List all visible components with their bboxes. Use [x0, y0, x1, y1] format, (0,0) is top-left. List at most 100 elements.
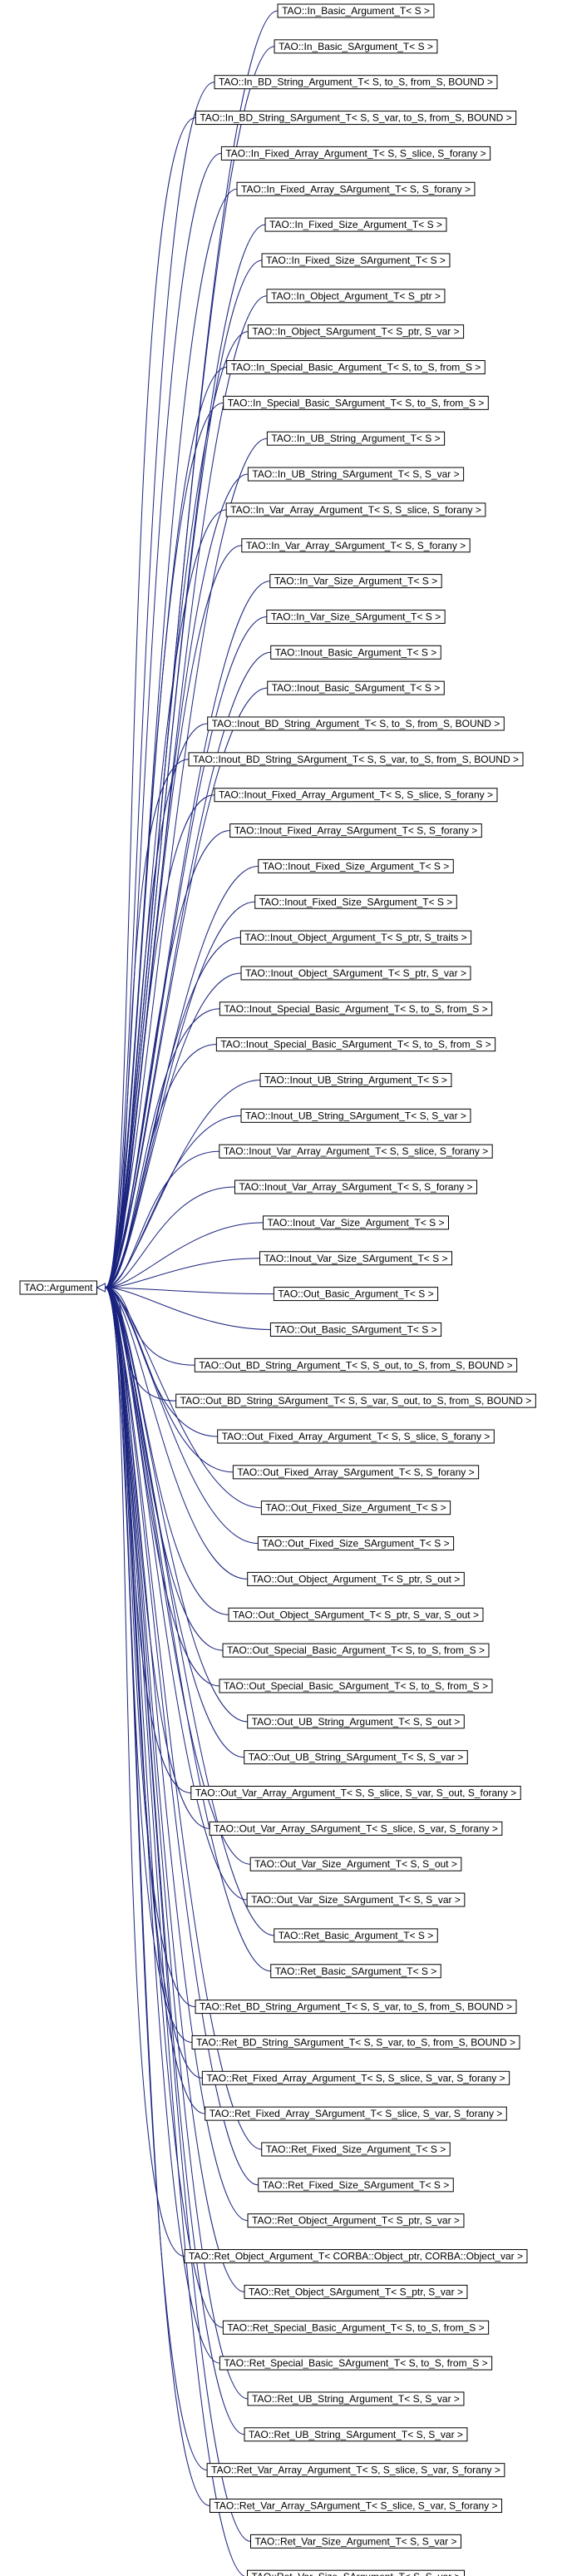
derived-class-node[interactable]: TAO::Inout_Var_Array_Argument_T< S, S_sl…: [219, 1144, 493, 1159]
derived-class-label: TAO::In_Var_Array_SArgument_T< S, S_fora…: [246, 540, 466, 551]
derived-class-node[interactable]: TAO::Inout_Fixed_Size_SArgument_T< S >: [254, 894, 457, 909]
derived-class-node[interactable]: TAO::Inout_UB_String_Argument_T< S >: [259, 1073, 452, 1087]
inheritance-edge: [105, 1287, 274, 1936]
derived-class-node[interactable]: TAO::Out_Object_Argument_T< S_ptr, S_out…: [247, 1571, 465, 1586]
derived-class-node[interactable]: TAO::Out_Fixed_Size_SArgument_T< S >: [257, 1536, 455, 1551]
inheritance-edge: [105, 1287, 249, 2400]
derived-class-node[interactable]: TAO::In_Fixed_Array_SArgument_T< S, S_fo…: [236, 181, 476, 196]
inheritance-edge: [105, 402, 224, 1288]
derived-class-node[interactable]: TAO::In_Object_SArgument_T< S_ptr, S_var…: [247, 324, 465, 339]
derived-class-node[interactable]: TAO::Out_BD_String_SArgument_T< S, S_var…: [175, 1393, 536, 1408]
derived-class-node[interactable]: TAO::In_Object_Argument_T< S_ptr >: [266, 289, 446, 304]
derived-class-label: TAO::Ret_Fixed_Size_Argument_T< S >: [266, 2143, 446, 2155]
derived-class-node[interactable]: TAO::Inout_Fixed_Size_Argument_T< S >: [258, 858, 454, 873]
derived-class-node[interactable]: TAO::In_Fixed_Size_Argument_T< S >: [264, 217, 447, 232]
derived-class-label: TAO::Inout_Basic_SArgument_T< S >: [272, 682, 441, 694]
base-class-node[interactable]: TAO::Argument: [19, 1280, 97, 1295]
derived-class-node[interactable]: TAO::In_Basic_SArgument_T< S >: [274, 39, 438, 54]
derived-class-node[interactable]: TAO::Ret_Var_Array_SArgument_T< S_slice,…: [209, 2499, 503, 2513]
derived-class-node[interactable]: TAO::Inout_Var_Size_SArgument_T< S >: [259, 1251, 453, 1266]
derived-class-box: [207, 716, 505, 731]
derived-class-node[interactable]: TAO::Inout_Special_Basic_SArgument_T< S,…: [215, 1037, 496, 1052]
derived-class-label: TAO::In_Fixed_Array_SArgument_T< S, S_fo…: [241, 183, 471, 195]
derived-class-node[interactable]: TAO::In_BD_String_Argument_T< S, to_S, f…: [214, 75, 498, 90]
derived-class-node[interactable]: TAO::Inout_Basic_SArgument_T< S >: [267, 680, 445, 695]
derived-class-node[interactable]: TAO::Out_Basic_Argument_T< S >: [273, 1287, 439, 1302]
derived-class-node[interactable]: TAO::Out_Fixed_Size_Argument_T< S >: [260, 1501, 451, 1515]
derived-class-node[interactable]: TAO::Inout_Special_Basic_Argument_T< S, …: [219, 1001, 493, 1016]
derived-class-node[interactable]: TAO::Out_Fixed_Array_SArgument_T< S, S_f…: [232, 1465, 480, 1480]
derived-class-node[interactable]: TAO::Out_BD_String_Argument_T< S, S_out,…: [194, 1357, 518, 1372]
derived-class-node[interactable]: TAO::In_Fixed_Size_SArgument_T< S >: [261, 253, 451, 268]
derived-class-node[interactable]: TAO::Inout_BD_String_Argument_T< S, to_S…: [207, 716, 505, 731]
derived-class-box: [226, 360, 486, 374]
derived-class-box: [209, 2499, 503, 2513]
inheritance-edges: [96, 10, 279, 2576]
derived-class-box: [206, 2463, 505, 2478]
derived-class-node[interactable]: TAO::Ret_Special_Basic_SArgument_T< S, t…: [219, 2356, 493, 2371]
derived-class-node[interactable]: TAO::Inout_Fixed_Array_Argument_T< S, S_…: [214, 788, 498, 803]
derived-class-node[interactable]: TAO::Inout_Object_Argument_T< S_ptr, S_t…: [239, 930, 472, 945]
derived-class-node[interactable]: TAO::Ret_BD_String_Argument_T< S, S_var,…: [195, 2000, 517, 2015]
derived-class-node[interactable]: TAO::Ret_Basic_Argument_T< S >: [274, 1928, 438, 1943]
inheritance-arrowhead-icon: [96, 1283, 106, 1293]
derived-class-node[interactable]: TAO::Inout_Fixed_Array_SArgument_T< S, S…: [229, 823, 482, 838]
inheritance-edge: [105, 1287, 249, 2222]
derived-class-node[interactable]: TAO::Out_UB_String_Argument_T< S, S_out …: [247, 1714, 465, 1729]
derived-class-node[interactable]: TAO::Ret_Fixed_Array_SArgument_T< S_slic…: [205, 2106, 507, 2121]
derived-class-node[interactable]: TAO::Out_Special_Basic_Argument_T< S, to…: [222, 1643, 490, 1658]
derived-class-node[interactable]: TAO::Ret_Fixed_Size_Argument_T< S >: [261, 2142, 451, 2157]
derived-class-node[interactable]: TAO::Inout_Basic_Argument_T< S >: [270, 645, 441, 660]
derived-class-box: [261, 253, 451, 268]
derived-class-node[interactable]: TAO::Inout_UB_String_SArgument_T< S, S_v…: [240, 1108, 471, 1123]
derived-class-node[interactable]: TAO::In_BD_String_SArgument_T< S, S_var,…: [195, 111, 517, 126]
inheritance-edge: [105, 1287, 248, 1723]
derived-class-node[interactable]: TAO::Out_Basic_SArgument_T< S >: [269, 1322, 442, 1337]
derived-class-box: [215, 1037, 496, 1052]
derived-class-node[interactable]: TAO::In_Special_Basic_SArgument_T< S, to…: [223, 395, 489, 410]
derived-class-node[interactable]: TAO::Inout_Var_Array_SArgument_T< S, S_f…: [234, 1179, 478, 1194]
derived-class-node[interactable]: TAO::Ret_Var_Size_Argument_T< S, S_var >: [250, 2534, 461, 2549]
derived-class-node[interactable]: TAO::In_Var_Array_Argument_T< S, S_slice…: [225, 502, 486, 517]
derived-class-node[interactable]: TAO::Ret_UB_String_Argument_T< S, S_var …: [247, 2391, 465, 2406]
derived-class-node[interactable]: TAO::In_UB_String_Argument_T< S >: [266, 431, 446, 446]
derived-class-node[interactable]: TAO::Ret_Special_Basic_Argument_T< S, to…: [222, 2320, 490, 2335]
derived-class-label: TAO::Inout_Special_Basic_SArgument_T< S,…: [220, 1039, 491, 1051]
derived-class-node[interactable]: TAO::Out_Var_Array_SArgument_T< S_slice,…: [209, 1821, 503, 1836]
derived-class-label: TAO::In_BD_String_SArgument_T< S, S_var,…: [200, 112, 511, 124]
derived-class-node[interactable]: TAO::In_Special_Basic_Argument_T< S, to_…: [226, 360, 486, 374]
derived-class-node[interactable]: TAO::Ret_Object_Argument_T< CORBA::Objec…: [184, 2249, 528, 2264]
derived-class-label: TAO::Inout_BD_String_SArgument_T< S, S_v…: [193, 754, 519, 765]
derived-class-label: TAO::Out_Fixed_Size_SArgument_T< S >: [262, 1538, 449, 1550]
derived-class-box: [201, 2070, 510, 2085]
derived-class-node[interactable]: TAO::Ret_Basic_SArgument_T< S >: [270, 1964, 441, 1979]
derived-class-node[interactable]: TAO::Out_Var_Size_Argument_T< S, S_out >: [249, 1857, 462, 1871]
derived-class-node[interactable]: TAO::Out_Special_Basic_SArgument_T< S, t…: [219, 1679, 493, 1693]
derived-class-node[interactable]: TAO::In_Basic_Argument_T< S >: [277, 3, 435, 18]
derived-class-label: TAO::Ret_UB_String_SArgument_T< S, S_var…: [249, 2429, 463, 2440]
derived-class-node[interactable]: TAO::In_Var_Size_Argument_T< S >: [269, 574, 442, 589]
derived-class-node[interactable]: TAO::Ret_Var_Array_Argument_T< S, S_slic…: [206, 2463, 505, 2478]
derived-class-node[interactable]: TAO::Ret_Object_Argument_T< S_ptr, S_var…: [247, 2213, 465, 2228]
derived-class-node[interactable]: TAO::In_Var_Array_SArgument_T< S, S_fora…: [241, 538, 471, 553]
derived-class-node[interactable]: TAO::Inout_Object_SArgument_T< S_ptr, S_…: [240, 966, 471, 981]
derived-class-node[interactable]: TAO::Ret_Fixed_Array_Argument_T< S, S_sl…: [201, 2070, 510, 2085]
derived-class-node[interactable]: TAO::Ret_UB_String_SArgument_T< S, S_var…: [244, 2427, 468, 2442]
base-class-label: TAO::Argument: [24, 1282, 93, 1293]
derived-class-node[interactable]: TAO::Ret_Var_Size_SArgument_T< S, S_var …: [246, 2569, 466, 2576]
derived-class-node[interactable]: TAO::Out_Fixed_Array_Argument_T< S, S_sl…: [217, 1429, 495, 1444]
derived-class-node[interactable]: TAO::In_UB_String_SArgument_T< S, S_var …: [247, 467, 465, 482]
derived-class-node[interactable]: TAO::Ret_BD_String_SArgument_T< S, S_var…: [191, 2035, 520, 2049]
derived-class-node[interactable]: TAO::Ret_Object_SArgument_T< S_ptr, S_va…: [244, 2284, 468, 2299]
derived-class-node[interactable]: TAO::Ret_Fixed_Size_SArgument_T< S >: [258, 2178, 454, 2193]
derived-class-node[interactable]: TAO::Out_Var_Array_Argument_T< S, S_slic…: [190, 1786, 521, 1800]
derived-class-node[interactable]: TAO::In_Fixed_Array_Argument_T< S, S_sli…: [220, 146, 491, 161]
derived-class-node[interactable]: TAO::Inout_BD_String_SArgument_T< S, S_v…: [188, 752, 524, 767]
derived-class-label: TAO::Out_Basic_SArgument_T< S >: [274, 1323, 436, 1335]
derived-class-node[interactable]: TAO::In_Var_Size_SArgument_T< S >: [266, 609, 446, 624]
derived-class-node[interactable]: TAO::Out_UB_String_SArgument_T< S, S_var…: [244, 1750, 468, 1765]
derived-class-node[interactable]: TAO::Out_Object_SArgument_T< S_ptr, S_va…: [228, 1607, 484, 1622]
derived-class-node[interactable]: TAO::Inout_Var_Size_Argument_T< S >: [263, 1215, 449, 1230]
derived-class-node[interactable]: TAO::Out_Var_Size_SArgument_T< S, S_var …: [246, 1892, 466, 1907]
derived-class-label: TAO::Inout_Special_Basic_Argument_T< S, …: [224, 1003, 487, 1015]
